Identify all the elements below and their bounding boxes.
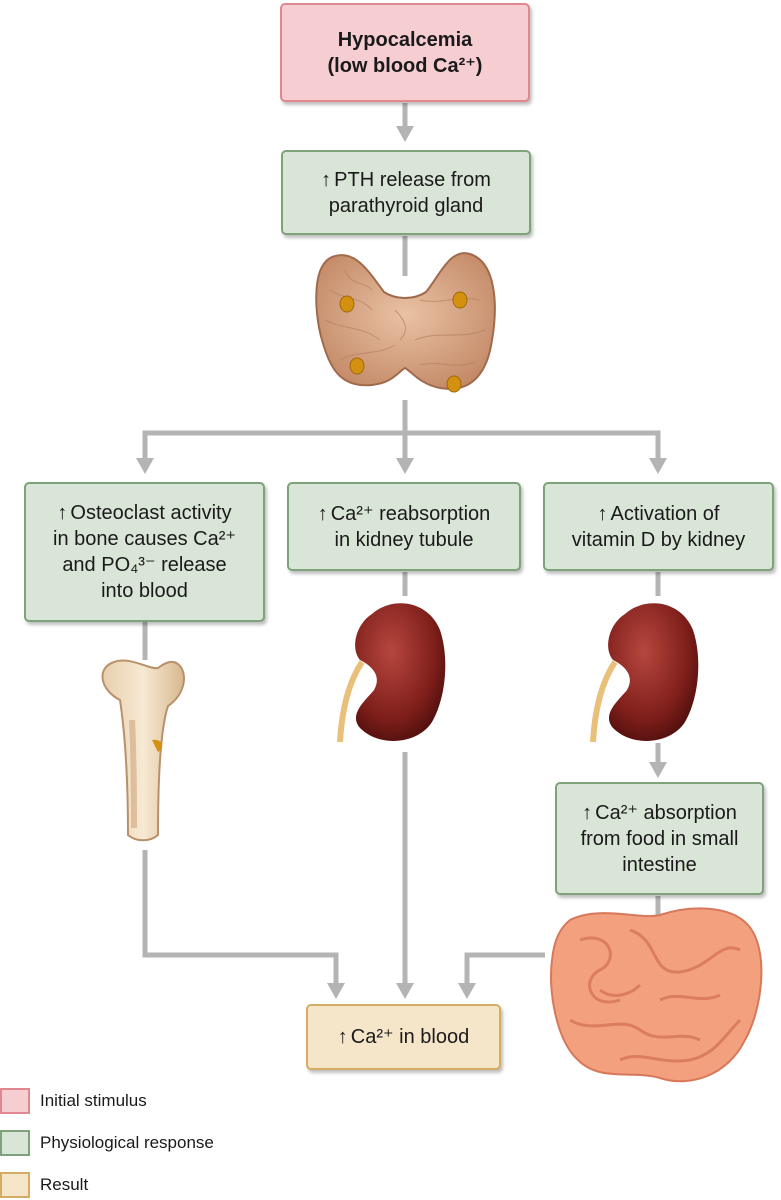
arrowhead-osteoclast — [136, 458, 154, 474]
arrowhead-result-left — [327, 983, 345, 999]
connector-branch-horizontal — [142, 430, 661, 458]
osteoclast-line4: into blood — [101, 580, 188, 602]
legend-swatch — [0, 1088, 30, 1114]
result-box: ↑Ca²⁺ in blood — [306, 1004, 501, 1070]
bone-icon — [101, 659, 185, 842]
legend-label: Physiological response — [40, 1133, 214, 1152]
parathyroid-gland-icon — [315, 252, 496, 393]
osteoclast-line2: in bone causes Ca²⁺ — [53, 528, 236, 550]
increase-arrow-icon: ↑ — [337, 1026, 348, 1048]
arrowhead-vitamin-d — [649, 458, 667, 474]
vitamin-d-box: ↑Activation of vitamin D by kidney — [543, 482, 774, 571]
vitamin-d-line2: vitamin D by kidney — [571, 528, 746, 551]
arrowhead-absorption — [649, 762, 667, 778]
increase-arrow-icon: ↑ — [321, 168, 332, 191]
increase-arrow-icon: ↑ — [582, 801, 593, 824]
absorption-line1: Ca²⁺ absorption — [595, 801, 737, 824]
stimulus-box: Hypocalcemia (low blood Ca²⁺) — [280, 3, 530, 102]
connector-bone-result — [142, 850, 339, 983]
pth-release-box: ↑PTH release from parathyroid gland — [281, 150, 531, 235]
arrowhead-result-center — [396, 983, 414, 999]
reabsorption-line1: Ca²⁺ reabsorption — [330, 502, 491, 525]
absorption-box: ↑Ca²⁺ absorption from food in small inte… — [555, 782, 764, 895]
legend-label: Initial stimulus — [40, 1091, 147, 1110]
stimulus-line2: (low blood Ca²⁺) — [327, 54, 483, 77]
legend-swatch — [0, 1130, 30, 1156]
pth-line2: parathyroid gland — [328, 194, 484, 217]
osteoclast-line3: and PO₄³⁻ release — [62, 554, 227, 576]
kidney-icon — [337, 603, 446, 743]
arrowhead-result-right — [458, 983, 476, 999]
connector-intestine-result — [464, 952, 545, 983]
vitamin-d-line1: Activation of — [610, 502, 720, 525]
increase-arrow-icon: ↑ — [597, 502, 608, 525]
reabsorption-box: ↑Ca²⁺ reabsorption in kidney tubule — [287, 482, 521, 571]
legend-item-initial-stimulus: Initial stimulus — [0, 1087, 147, 1115]
increase-arrow-icon: ↑ — [57, 502, 68, 524]
legend-item-physiological-response: Physiological response — [0, 1129, 214, 1157]
stimulus-line1: Hypocalcemia — [337, 28, 473, 51]
increase-arrow-icon: ↑ — [317, 502, 328, 525]
osteoclast-box: ↑Osteoclast activity in bone causes Ca²⁺… — [24, 482, 265, 622]
result-line1: Ca²⁺ in blood — [350, 1026, 470, 1048]
pth-line1: PTH release from — [334, 168, 491, 191]
absorption-line3: intestine — [622, 853, 697, 876]
legend-item-result: Result — [0, 1171, 88, 1199]
legend-label: Result — [40, 1175, 89, 1194]
small-intestine-icon — [550, 907, 763, 1083]
reabsorption-line2: in kidney tubule — [334, 528, 474, 551]
arrowhead-reabsorption — [396, 458, 414, 474]
absorption-line2: from food in small — [580, 827, 739, 850]
connectors — [136, 103, 667, 999]
kidney-icon — [590, 603, 699, 743]
legend-swatch — [0, 1172, 30, 1198]
arrowhead-pth — [396, 126, 414, 142]
osteoclast-line1: Osteoclast activity — [70, 502, 232, 524]
